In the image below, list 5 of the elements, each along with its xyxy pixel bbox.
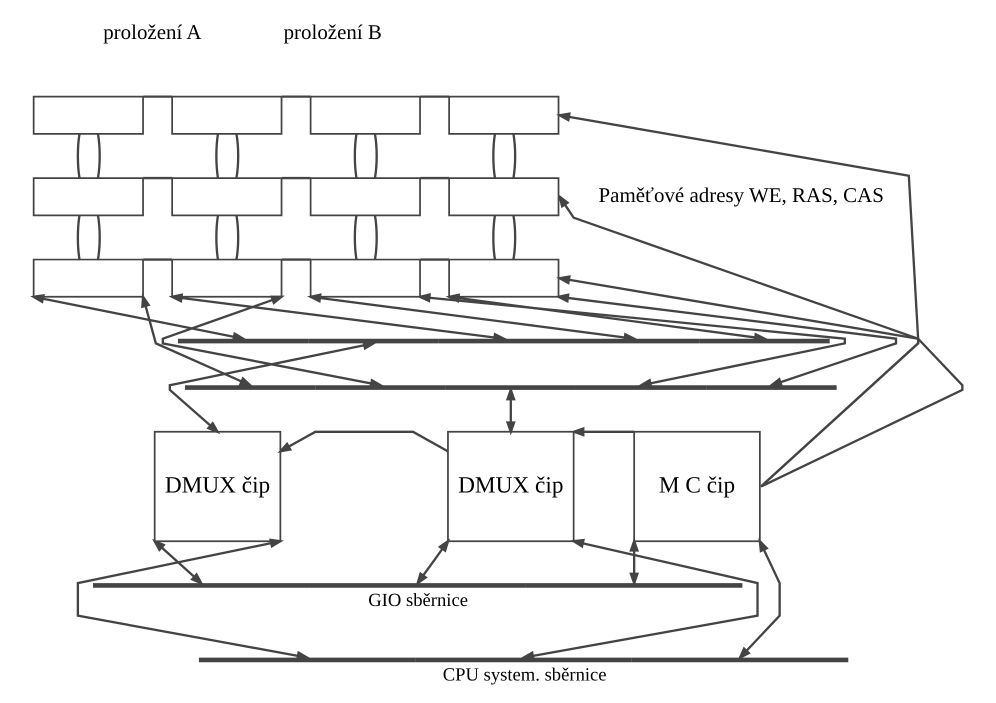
node-label: CPU system. sběrnice bbox=[442, 664, 607, 686]
label: proložení B bbox=[284, 20, 382, 44]
label: Paměťové adresy WE, RAS, CAS bbox=[598, 182, 884, 207]
label: proložení A bbox=[103, 20, 202, 44]
node-label: GIO sběrnice bbox=[368, 590, 468, 612]
